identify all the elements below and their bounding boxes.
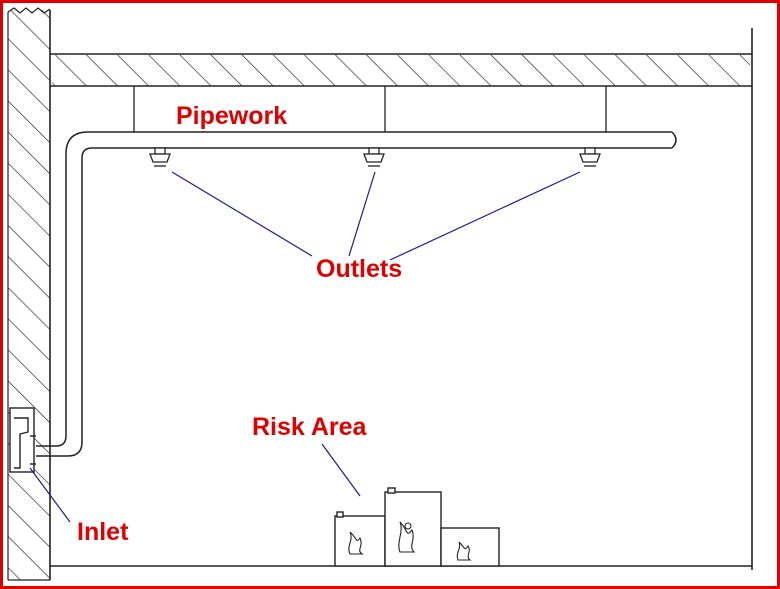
pipe-hangers [133, 86, 607, 132]
left-wall [7, 7, 51, 581]
leader-inlet [29, 467, 71, 523]
leader-risk-area [321, 443, 361, 497]
container-right [440, 527, 500, 567]
outlet-nozzles [149, 147, 601, 167]
container-middle [384, 487, 442, 567]
ceiling-slab [50, 53, 752, 87]
leader-outlet-center [348, 171, 376, 257]
outlet-nozzle-center [363, 147, 385, 167]
inlet-label: Inlet [77, 518, 129, 546]
risk-area-containers [334, 487, 500, 567]
leader-outlet-left [171, 171, 313, 257]
pipework-label: Pipework [176, 102, 288, 130]
inlet-fitting [9, 407, 36, 473]
leader-outlet-right [389, 171, 581, 261]
outlets-label: Outlets [316, 255, 403, 283]
outlet-nozzle-right [579, 147, 601, 167]
container-left [334, 511, 386, 567]
outlet-nozzle-left [149, 147, 171, 167]
pipework [36, 131, 677, 457]
leader-lines [29, 171, 581, 523]
risk-area-label: Risk Area [252, 413, 367, 441]
